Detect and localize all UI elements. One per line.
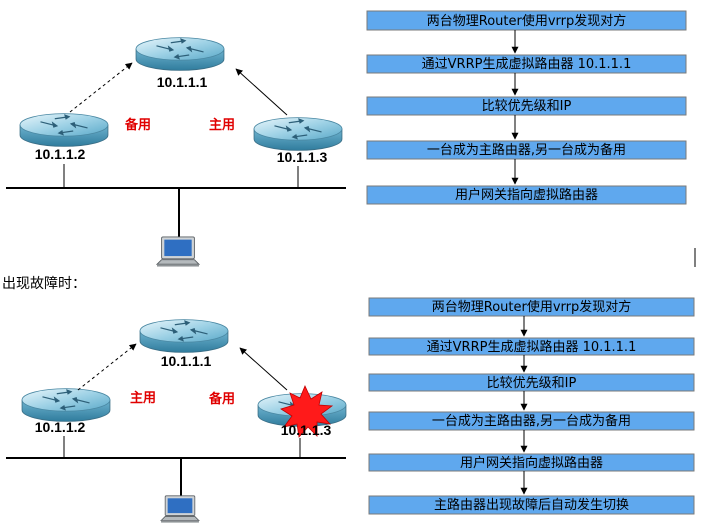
virtual-router-ip: 10.1.1.1 [161, 353, 212, 369]
failure-burst-icon [280, 385, 334, 438]
master-link-arrow [235, 68, 288, 116]
bottom-topology: 10.1.1.1 10.1.1.2 10.1.1.3 主用 备用 [6, 319, 347, 523]
step-box [368, 373, 695, 392]
step-box [366, 10, 687, 31]
step-text: 主路由器出现故障后自动发生切换 [434, 497, 629, 513]
bottom-step-flow: 两台物理Router使用vrrp发现对方 通过VRRP生成虚拟路由器 10.1.… [368, 297, 695, 515]
step-text: 两台物理Router使用vrrp发现对方 [427, 13, 627, 29]
step-text: 通过VRRP生成虚拟路由器 10.1.1.1 [422, 56, 632, 72]
step-text: 用户网关指向虚拟路由器 [460, 455, 603, 471]
step-box [368, 453, 695, 472]
step-text: 两台物理Router使用vrrp发现对方 [432, 299, 632, 315]
top-step-flow: 两台物理Router使用vrrp发现对方 通过VRRP生成虚拟路由器 10.1.… [366, 10, 687, 205]
virtual-router-icon [139, 319, 229, 353]
top-topology: 10.1.1.1 10.1.1.2 10.1.1.3 备用 主用 [6, 37, 346, 267]
new-master-router-icon [21, 388, 111, 422]
step-box [366, 96, 687, 116]
failed-link-arrow [239, 347, 288, 391]
step-text: 通过VRRP生成虚拟路由器 10.1.1.1 [427, 339, 637, 355]
master-link-arrow [77, 343, 137, 391]
right-router-role: 备用 [208, 391, 235, 407]
left-router-ip: 10.1.1.2 [35, 419, 86, 435]
failure-caption: 出现故障时： [2, 276, 86, 292]
virtual-router-ip: 10.1.1.1 [157, 74, 208, 90]
step-box [368, 297, 695, 317]
backup-link-arrow [69, 62, 133, 113]
step-text: 一台成为主路由器,另一台成为备用 [427, 142, 626, 158]
right-router-role: 主用 [209, 117, 235, 133]
step-box [368, 495, 695, 515]
left-router-ip: 10.1.1.2 [35, 146, 86, 162]
left-router-role: 备用 [124, 117, 151, 133]
master-router-icon [253, 117, 343, 151]
host-pc-icon [160, 495, 200, 523]
host-pc-icon [156, 236, 200, 267]
right-router-ip: 10.1.1.3 [281, 422, 332, 438]
step-box [366, 185, 687, 205]
step-box [366, 54, 687, 74]
backup-router-icon [19, 113, 109, 147]
virtual-router-icon [135, 37, 225, 71]
step-text: 比较优先级和IP [482, 99, 572, 114]
step-box [368, 411, 695, 431]
step-text: 比较优先级和IP [487, 376, 577, 391]
step-box [366, 140, 687, 160]
step-text: 用户网关指向虚拟路由器 [455, 187, 598, 203]
step-text: 一台成为主路由器,另一台成为备用 [432, 413, 631, 429]
left-router-role: 主用 [130, 390, 156, 406]
right-router-ip: 10.1.1.3 [277, 149, 328, 165]
step-box [368, 337, 695, 356]
